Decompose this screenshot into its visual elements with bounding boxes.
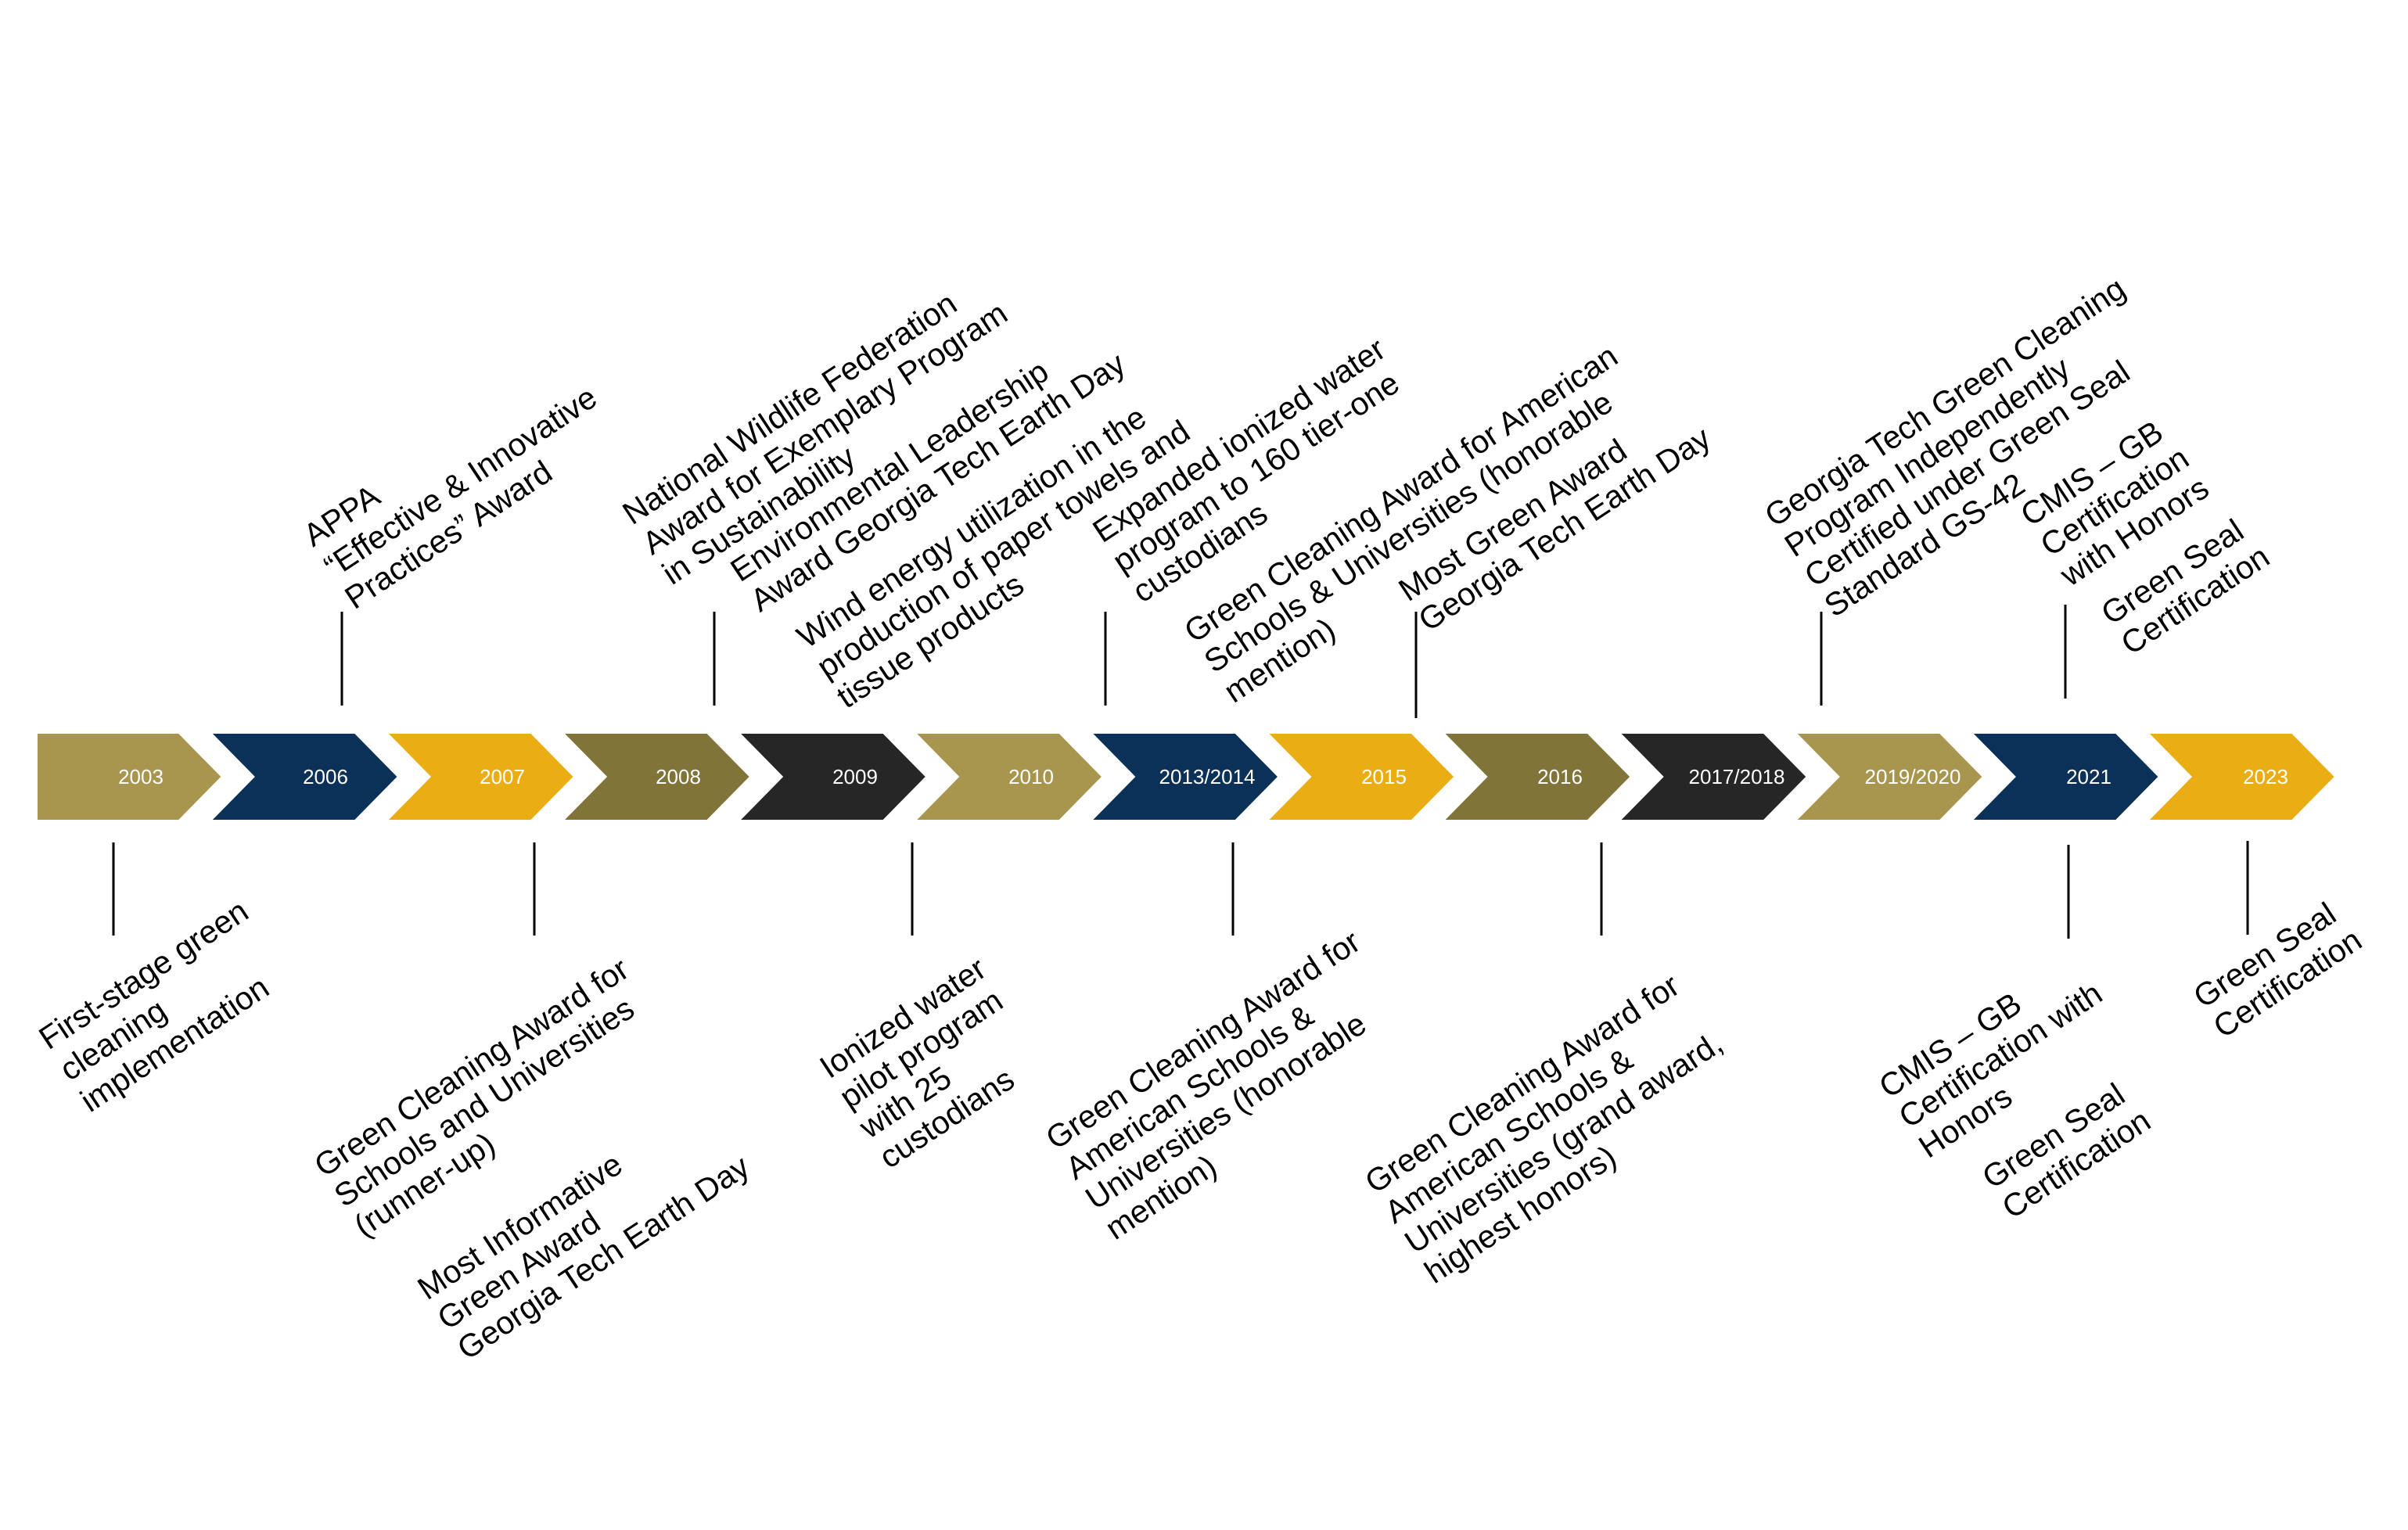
event-text: Green Cleaning Award forAmerican Schools… bbox=[1040, 923, 1426, 1246]
event-below-2007: Green Cleaning Award forSchools and Univ… bbox=[308, 950, 675, 1244]
milestone-arrow-2019-2020 bbox=[1790, 731, 1986, 823]
milestone-arrow-2017-2018 bbox=[1614, 731, 1810, 823]
milestone-arrow-2007 bbox=[381, 731, 578, 823]
milestone-arrow-2010 bbox=[909, 731, 1106, 823]
milestone-arrow-2015 bbox=[1261, 731, 1458, 823]
milestone-arrow-2006 bbox=[205, 731, 402, 823]
event-text: Green Cleaning Award forSchools and Univ… bbox=[308, 950, 675, 1244]
year-label-2006: 2006 bbox=[303, 765, 348, 788]
year-label-2017-2018: 2017/2018 bbox=[1689, 765, 1785, 788]
event-text: Green Cleaning Award forAmerican Schools… bbox=[1359, 964, 1749, 1290]
year-label-2010: 2010 bbox=[1008, 765, 1054, 788]
milestone-arrows: 2003 2006 2007 2008 2009 2010 2013/2014 2015 201… bbox=[34, 731, 2339, 823]
year-label-2016: 2016 bbox=[1537, 765, 1583, 788]
year-label-2003: 2003 bbox=[118, 765, 164, 788]
event-below-2003: First-stage greencleaningimplementation bbox=[33, 892, 297, 1119]
event-below-2010: Ionized waterpilot programwith 25custodi… bbox=[813, 950, 1052, 1176]
event-text: APPA“Effective & InnovativePractices” Aw… bbox=[297, 347, 624, 616]
event-text: Ionized waterpilot programwith 25custodi… bbox=[813, 950, 1052, 1176]
milestone-arrow-2023 bbox=[2142, 731, 2339, 823]
year-label-2019-2020: 2019/2020 bbox=[1865, 765, 1961, 788]
year-label-2023: 2023 bbox=[2243, 765, 2288, 788]
event-above-2006: APPA“Effective & InnovativePractices” Aw… bbox=[297, 347, 624, 616]
milestone-arrow-2008 bbox=[557, 731, 754, 823]
year-label-2008: 2008 bbox=[656, 765, 701, 788]
year-label-2013-2014: 2013/2014 bbox=[1159, 765, 1256, 788]
year-label-2021: 2021 bbox=[2066, 765, 2111, 788]
event-text: Green SealCertification bbox=[2187, 892, 2368, 1045]
connector-lines bbox=[112, 605, 2249, 939]
event-text: First-stage greencleaningimplementation bbox=[33, 892, 297, 1119]
event-below-2023: Green SealCertification bbox=[2187, 892, 2368, 1045]
year-label-2015: 2015 bbox=[1361, 765, 1407, 788]
milestone-arrow-2003 bbox=[34, 731, 225, 823]
event-below-2016: Green Cleaning Award forAmerican Schools… bbox=[1359, 964, 1749, 1290]
event-below-2013-2014: Green Cleaning Award forAmerican Schools… bbox=[1040, 923, 1426, 1246]
milestone-arrow-2016 bbox=[1438, 731, 1634, 823]
year-label-2007: 2007 bbox=[480, 765, 525, 788]
milestone-arrow-2009 bbox=[733, 731, 930, 823]
year-label-2009: 2009 bbox=[832, 765, 878, 788]
milestone-arrow-2021 bbox=[1966, 731, 2163, 823]
milestone-arrow-2013-2014 bbox=[1085, 731, 1282, 823]
